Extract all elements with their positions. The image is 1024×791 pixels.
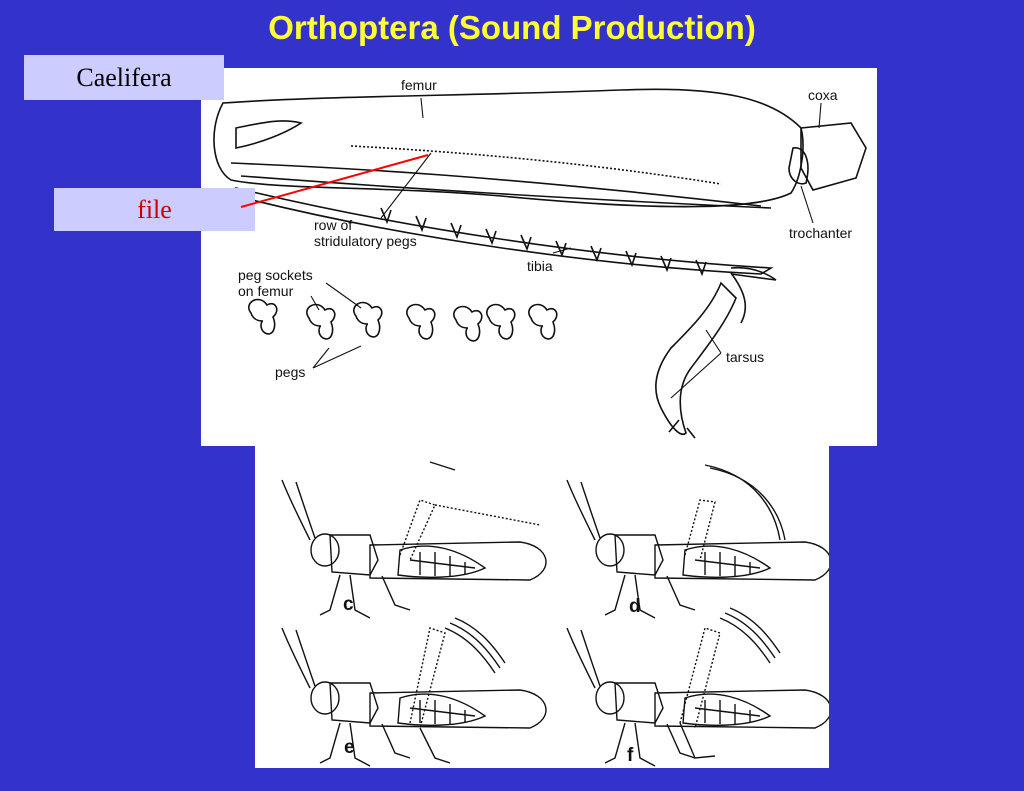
tibia-spines — [380, 207, 707, 277]
label-pegs: pegs — [275, 364, 305, 380]
label-tarsus: tarsus — [726, 349, 764, 365]
leg-diagram-svg: femur coxa trochanter row of stridulator… — [213, 77, 867, 439]
coxa-outline — [800, 122, 867, 191]
label-femur: femur — [401, 77, 437, 93]
figure-label-c: c — [343, 594, 354, 615]
grasshopper-d — [566, 464, 832, 619]
tarsus-outline — [655, 281, 737, 435]
caelifera-label-box: Caelifera — [24, 55, 224, 100]
trochanter-outline — [788, 147, 809, 185]
file-ridge — [350, 145, 722, 185]
grasshopper-c — [281, 461, 547, 619]
label-row-of: row of — [314, 217, 352, 233]
grasshopper-e — [281, 617, 547, 767]
file-label-box: file — [54, 188, 255, 231]
label-peg-sockets: peg sockets — [238, 267, 313, 283]
label-stridulatory-pegs: stridulatory pegs — [314, 233, 417, 249]
label-on-femur: on femur — [238, 283, 294, 299]
grasshopper-f — [566, 607, 832, 767]
peg-shapes — [248, 298, 558, 342]
label-coxa: coxa — [808, 87, 838, 103]
leg-stridulation-diagram: femur coxa trochanter row of stridulator… — [201, 68, 877, 446]
grasshopper-figures-svg: c d e f — [281, 461, 832, 767]
grasshopper-figures: c d e f — [255, 440, 832, 768]
figure-label-e: e — [344, 737, 355, 758]
slide-title: Orthoptera (Sound Production) — [268, 9, 756, 46]
femur-outline — [213, 88, 804, 208]
label-trochanter: trochanter — [789, 225, 852, 241]
tibia-outline — [235, 186, 774, 275]
figure-label-f: f — [627, 745, 634, 766]
figure-label-d: d — [629, 596, 641, 617]
label-tibia: tibia — [527, 258, 553, 274]
leader-lines — [310, 97, 822, 399]
